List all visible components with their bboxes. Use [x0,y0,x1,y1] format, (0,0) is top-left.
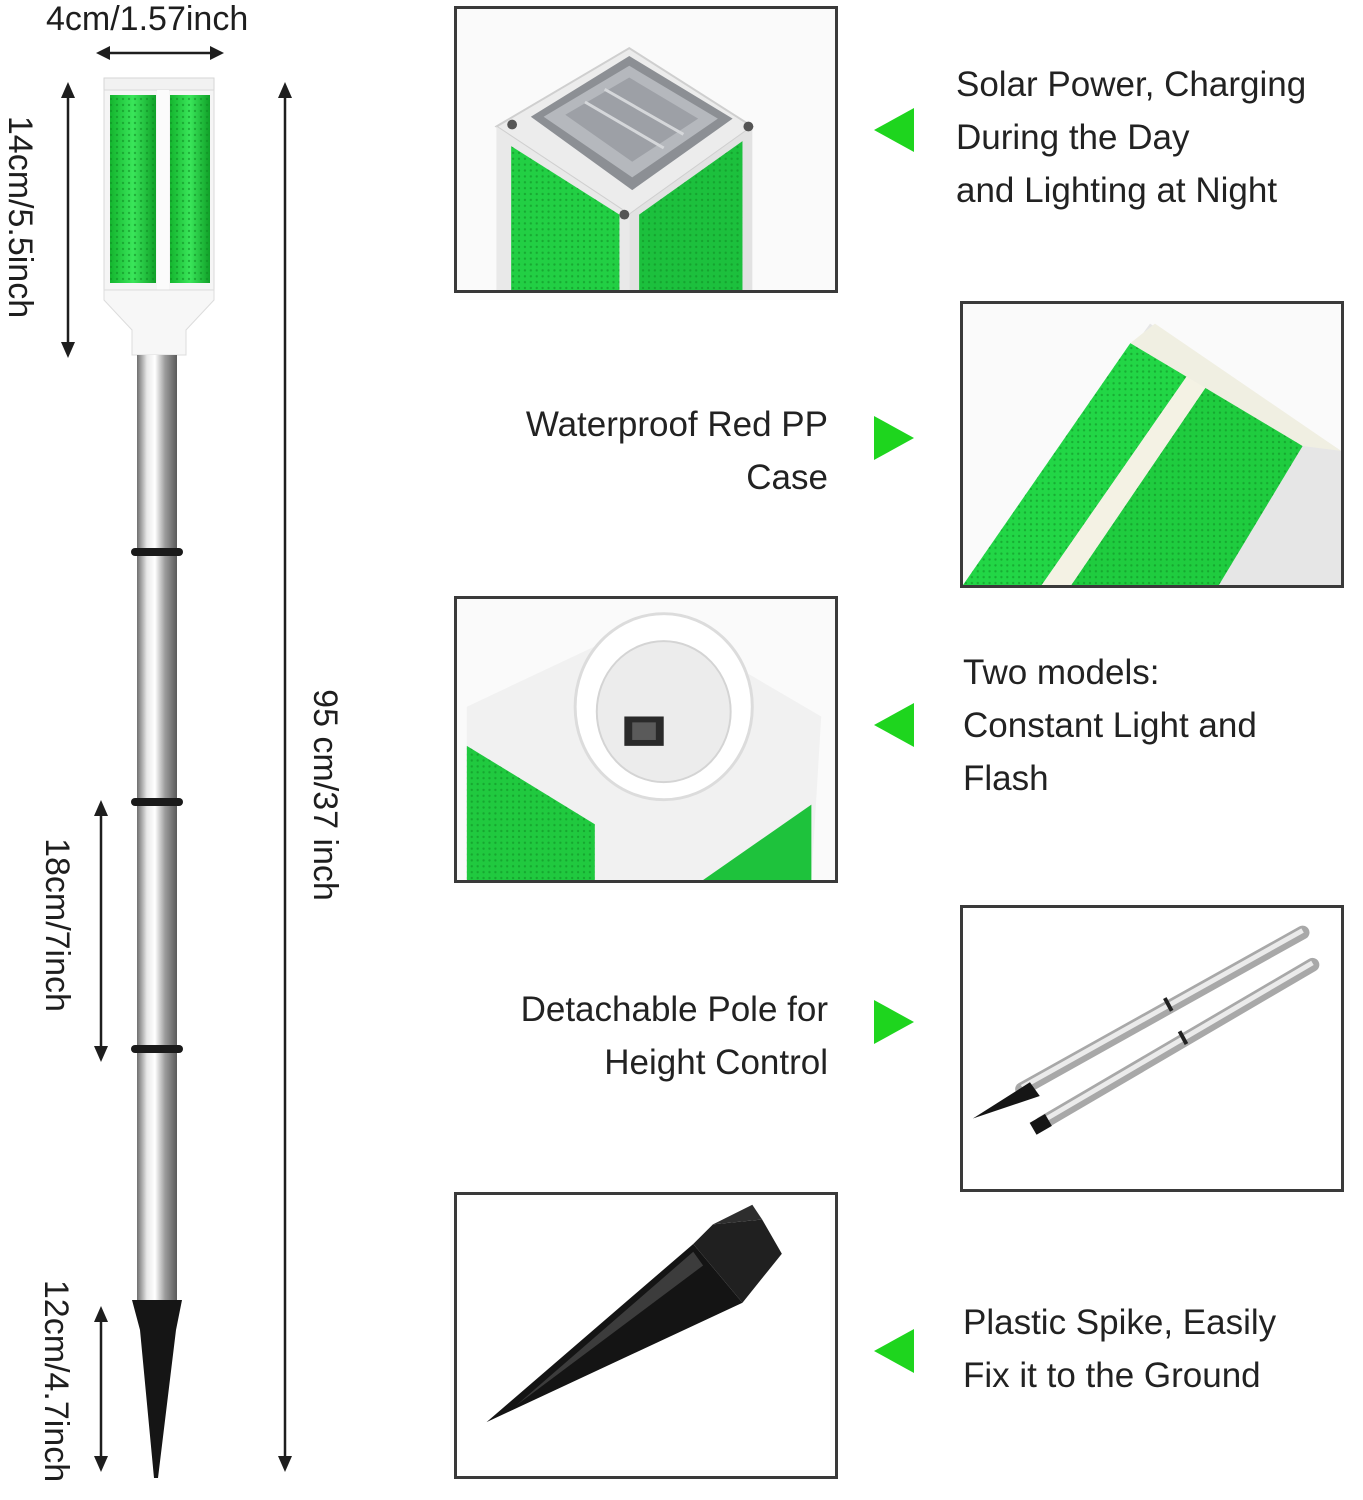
pointer-arrow-icon [874,416,914,460]
feature-line: Constant Light and [963,706,1257,745]
detachable-pole-photo [960,905,1344,1192]
feature-line: Detachable Pole for [520,990,828,1029]
feature-line: Fix it to the Ground [963,1356,1261,1395]
pointer-arrow-icon [874,1329,914,1373]
segment-length-arrow [94,800,108,1062]
pointer-arrow-icon [874,1000,914,1044]
feature-line: During the Day [956,118,1190,157]
feature-line: Case [746,458,828,497]
case-closeup-photo [960,301,1344,588]
feature-line: Solar Power, Charging [956,65,1307,104]
feature-line: Flash [963,759,1049,798]
total-height-label: 95 cm/37 inch [306,689,344,901]
solar-light-head [103,77,215,356]
feature-line: Height Control [604,1043,828,1082]
pointer-arrow-icon [874,108,914,152]
ground-spike [132,1300,182,1478]
feature-line: and Lighting at Night [956,171,1278,210]
pointer-arrow-icon [874,703,914,747]
plastic-spike-photo [454,1192,838,1479]
feature-plastic-spike: Plastic Spike, Easily Fix it to the Grou… [963,1296,1276,1402]
feature-solar-power: Solar Power, Charging During the Day and… [956,58,1306,217]
spike-length-label: 12cm/4.7inch [37,1279,75,1483]
pole [131,355,183,1305]
feature-two-models: Two models: Constant Light and Flash [963,646,1257,805]
feature-waterproof-case: Waterproof Red PP Case [440,398,828,504]
head-height-arrow [61,82,75,358]
width-label: 4cm/1.57inch [46,0,249,38]
width-dimension-arrow [96,46,224,60]
solar-panel-photo [454,6,838,293]
segment-length-label: 18cm/7inch [38,838,76,1012]
spike-length-arrow [94,1306,108,1472]
total-height-arrow [278,82,292,1472]
feature-line: Plastic Spike, Easily [963,1303,1277,1342]
feature-line: Two models: [963,653,1160,692]
feature-detachable-pole: Detachable Pole for Height Control [440,983,828,1089]
head-height-label: 14cm/5.5inch [1,115,39,319]
bottom-socket-photo [454,596,838,883]
product-illustration [61,46,292,1478]
feature-line: Waterproof Red PP [525,405,828,444]
